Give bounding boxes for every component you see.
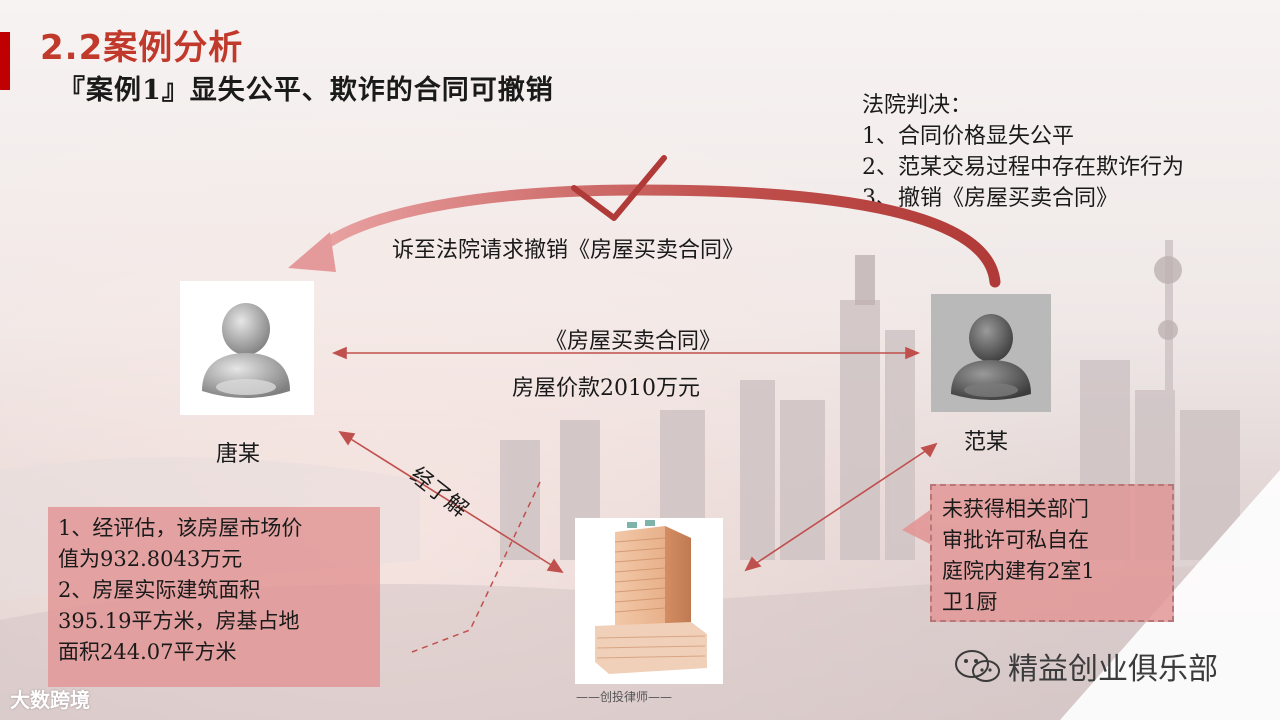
appraisal-line: 面积244.07平方米 xyxy=(58,640,237,664)
callout-line: 庭院内建有2室1 xyxy=(942,559,1095,583)
callout-line: 审批许可私自在 xyxy=(942,528,1089,552)
violation-callout: 未获得相关部门 审批许可私自在 庭院内建有2室1 卫1厨 xyxy=(930,484,1174,622)
brand-name: 精益创业俱乐部 xyxy=(1008,652,1218,687)
person-icon xyxy=(951,314,1031,400)
contract-label: 《房屋买卖合同》 xyxy=(545,329,722,354)
appraisal-line: 1、经评估，该房屋市场价 xyxy=(58,516,303,540)
title-accent-bar xyxy=(0,32,10,90)
price-label: 房屋价款2010万元 xyxy=(512,376,700,401)
verdict-heading: 法院判决： xyxy=(862,93,973,118)
appraisal-line: 395.19平方米，房基占地 xyxy=(58,609,300,633)
wechat-icon xyxy=(954,649,1002,693)
section-title: 2.2案例分析 xyxy=(40,28,244,68)
building-icon xyxy=(595,520,707,674)
party-a-name: 唐某 xyxy=(216,442,261,467)
building-credit: ——创投律师—— xyxy=(576,690,673,704)
verdict-item: 1、合同价格显失公平 xyxy=(862,124,1074,149)
person-avatar xyxy=(180,281,314,415)
callout-line: 未获得相关部门 xyxy=(942,497,1089,521)
brand-logo: 精益创业俱乐部 xyxy=(954,644,1218,693)
appraisal-line: 值为932.8043万元 xyxy=(58,547,243,571)
person-icon xyxy=(202,303,290,398)
verdict-item: 2、范某交易过程中存在欺诈行为 xyxy=(862,155,1184,180)
case-title: 『案例1』显失公平、欺诈的合同可撤销 xyxy=(58,75,554,106)
party-b-name: 范某 xyxy=(964,430,1009,455)
building-image xyxy=(575,518,723,684)
appraisal-box: 1、经评估，该房屋市场价 值为932.8043万元 2、房屋实际建筑面积 395… xyxy=(48,507,380,687)
person-avatar xyxy=(931,294,1051,412)
lawsuit-label: 诉至法院请求撤销《房屋买卖合同》 xyxy=(392,238,745,263)
watermark: 大数跨境 xyxy=(10,688,90,712)
callout-line: 卫1厨 xyxy=(942,590,998,614)
court-verdict: 法院判决： 1、合同价格显失公平 2、范某交易过程中存在欺诈行为 3、撤销《房屋… xyxy=(862,90,1272,214)
appraisal-line: 2、房屋实际建筑面积 xyxy=(58,578,261,602)
verdict-item: 3、撤销《房屋买卖合同》 xyxy=(862,186,1118,211)
